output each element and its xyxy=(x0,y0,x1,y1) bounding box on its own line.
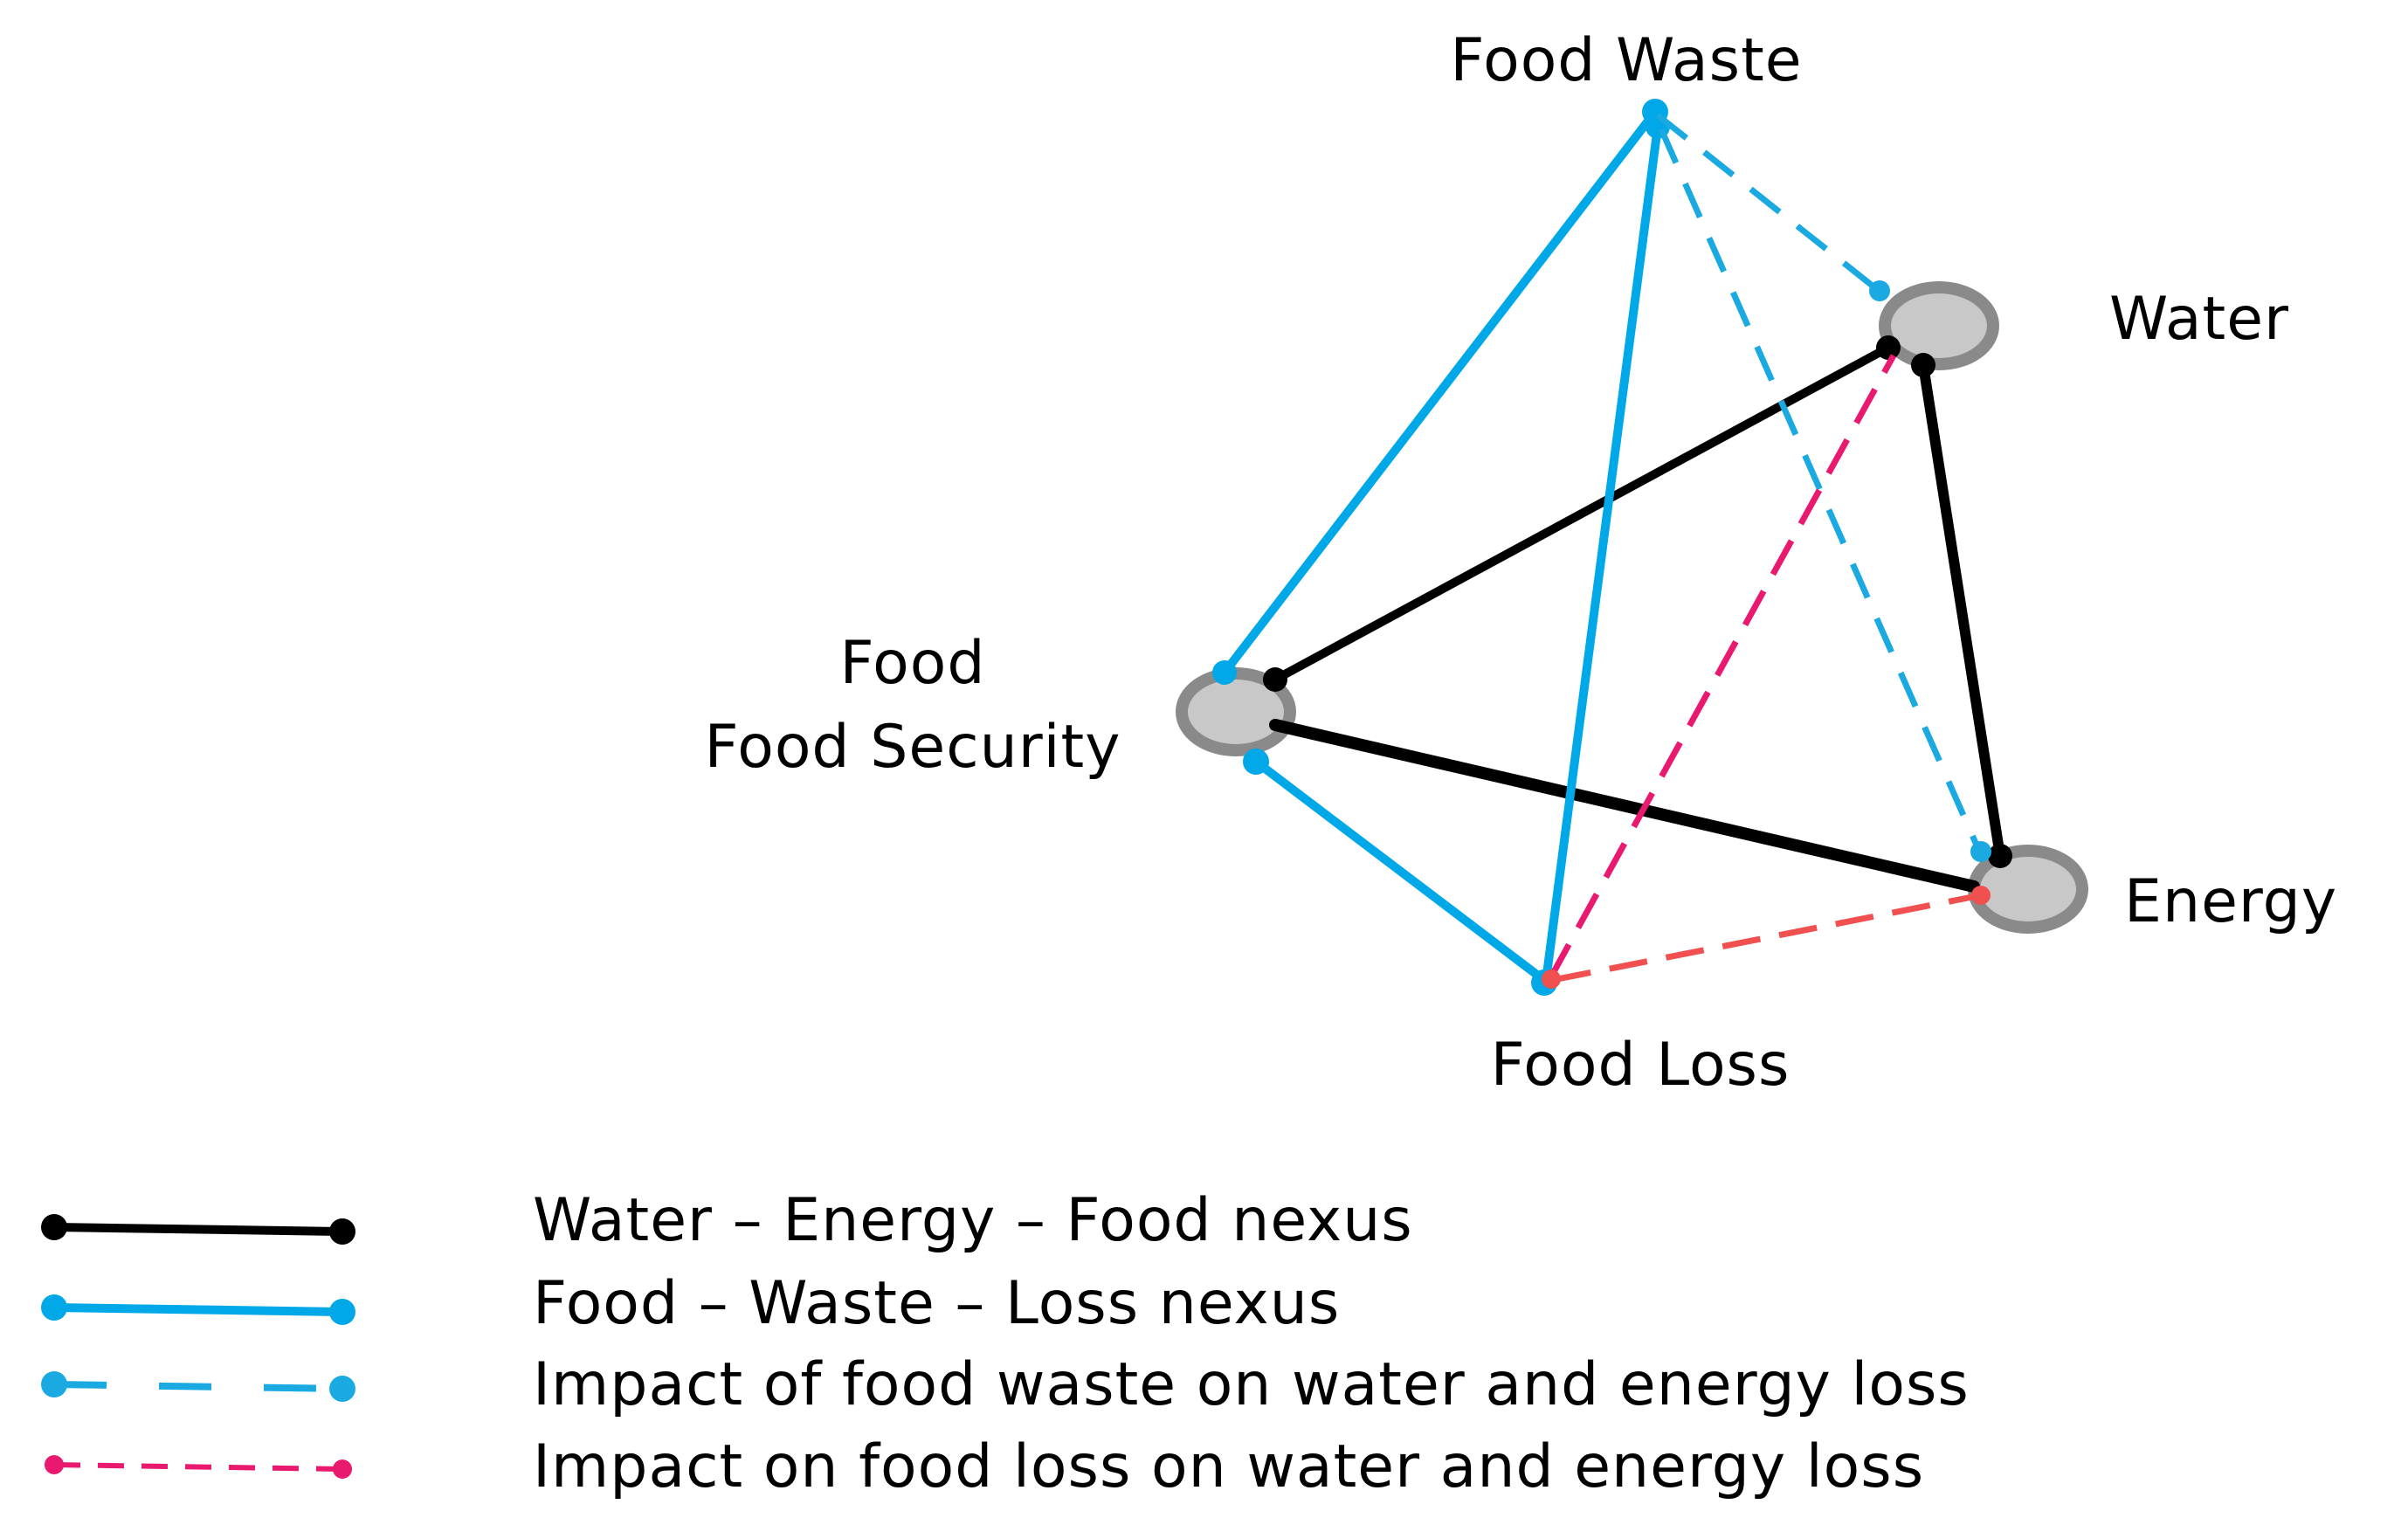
edge-water-food xyxy=(1271,343,1893,684)
edge-foodwaste-water-impact xyxy=(1655,113,1880,293)
legend-label-fwl-nexus: Food – Waste – Loss nexus xyxy=(533,1269,1340,1338)
edge-foodwaste-energy-impact xyxy=(1658,128,1982,851)
edges-wef-nexus xyxy=(1269,343,2005,893)
legend-item-foodloss-impact: Impact on food loss on water and energy … xyxy=(45,1432,1924,1501)
edges-fwl-nexus xyxy=(1220,107,1662,985)
legend-label-wef-nexus: Water – Energy – Food nexus xyxy=(533,1186,1413,1255)
legend-item-wef-nexus: Water – Energy – Food nexus xyxy=(41,1186,1413,1255)
label-food-waste: Food Waste xyxy=(1450,26,1802,95)
legend-label-foodloss-impact: Impact on food loss on water and energy … xyxy=(533,1432,1924,1501)
edge-foodwaste-food xyxy=(1220,107,1659,677)
impact-endpoints-blue xyxy=(1869,280,1991,862)
label-food-loss: Food Loss xyxy=(1491,1031,1790,1100)
node-water xyxy=(1879,281,1999,370)
edge-foodwaste-foodloss xyxy=(1542,122,1662,985)
impact-endpoints-pink xyxy=(1542,886,1991,989)
legend-label-foodwaste-impact: Impact of food waste on water and energy… xyxy=(533,1350,1970,1419)
label-food: Food xyxy=(839,629,985,698)
edge-endpoints-black xyxy=(1263,335,2012,868)
edge-food-energy xyxy=(1269,719,1980,893)
legend: Water – Energy – Food nexus Food – Waste… xyxy=(41,1186,1970,1501)
edge-foodloss-water-impact xyxy=(1547,354,1897,980)
edges-foodwaste-impact xyxy=(1655,113,1982,851)
edges-foodloss-impact xyxy=(1547,354,1982,983)
edge-water-energy xyxy=(1918,360,2005,861)
edge-food-foodloss xyxy=(1252,757,1546,983)
legend-item-fwl-nexus: Food – Waste – Loss nexus xyxy=(41,1269,1340,1338)
edge-foodloss-energy-impact xyxy=(1552,892,1982,983)
label-energy: Energy xyxy=(2124,867,2337,936)
label-food-security: Food Security xyxy=(705,713,1121,782)
label-water: Water xyxy=(2109,285,2289,354)
legend-item-foodwaste-impact: Impact of food waste on water and energy… xyxy=(41,1350,1970,1419)
